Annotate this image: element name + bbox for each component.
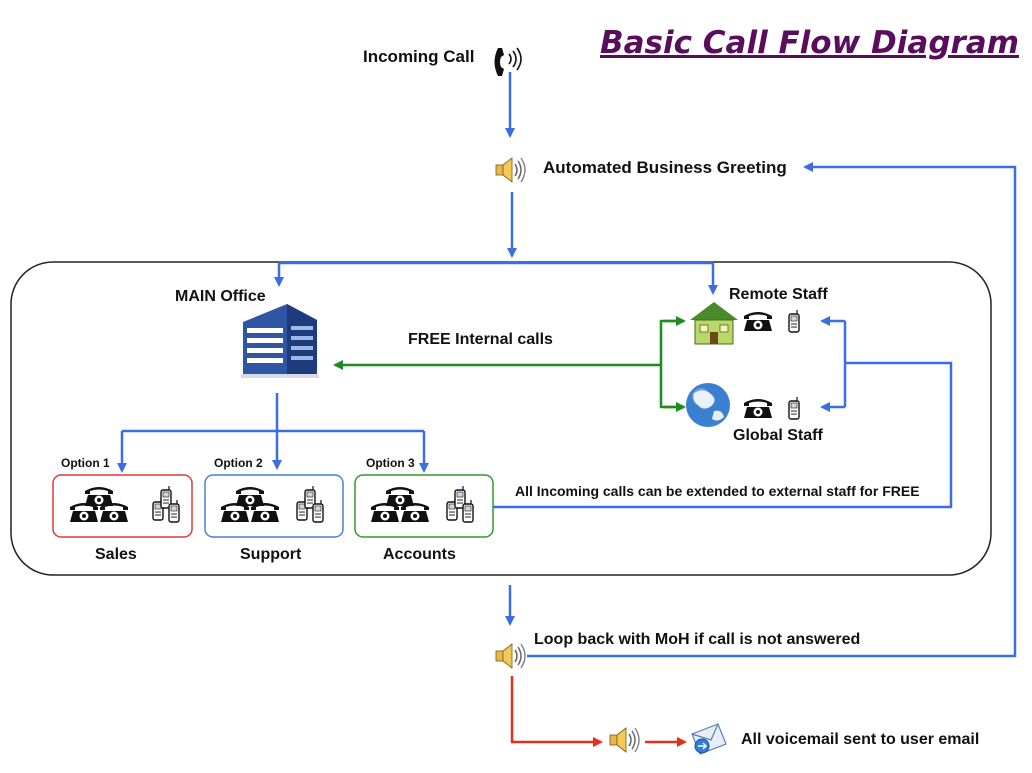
globe-icon — [686, 383, 730, 427]
flow-lines — [117, 72, 1017, 658]
mobile-phone-icon — [788, 309, 800, 333]
page-title: Basic Call Flow Diagram — [600, 25, 1020, 61]
voicemail-lines — [510, 676, 687, 747]
internal-lines — [333, 316, 686, 412]
voicemail-label: All voicemail sent to user email — [741, 731, 980, 748]
free-internal-label: FREE Internal calls — [408, 331, 553, 348]
mobile-phone-icon — [788, 396, 800, 420]
house-icon — [690, 302, 738, 345]
option-1-label: Option 1 — [61, 456, 110, 470]
extend-note-label: All Incoming calls can be extended to ex… — [515, 483, 920, 499]
sales-label: Sales — [95, 546, 137, 563]
speaker-icon — [495, 643, 526, 669]
phone-ringing-icon — [494, 47, 522, 76]
greeting-label: Automated Business Greeting — [543, 158, 787, 177]
speaker-icon — [609, 727, 640, 753]
accounts-label: Accounts — [383, 546, 456, 563]
arrow-to-voicemail — [510, 676, 603, 747]
desk-phone-icon — [744, 312, 772, 331]
extend-line — [493, 361, 953, 509]
department-sales — [52, 474, 193, 538]
incoming-call-label: Incoming Call — [363, 47, 475, 66]
support-label: Support — [240, 546, 302, 563]
office-building-icon — [241, 304, 319, 378]
remote-staff-label: Remote Staff — [729, 286, 828, 303]
department-accounts — [354, 474, 494, 538]
option-2-label: Option 2 — [214, 456, 263, 470]
desk-phone-icon — [744, 399, 772, 418]
option-3-label: Option 3 — [366, 456, 415, 470]
loopback-line — [527, 162, 1017, 658]
loop-back-label: Loop back with MoH if call is not answer… — [534, 631, 861, 648]
email-icon — [691, 723, 727, 755]
internal-bracket — [659, 319, 684, 409]
department-support — [204, 474, 344, 538]
global-staff-label: Global Staff — [733, 427, 823, 444]
main-office-label: MAIN Office — [175, 288, 266, 305]
speaker-icon — [495, 157, 526, 183]
